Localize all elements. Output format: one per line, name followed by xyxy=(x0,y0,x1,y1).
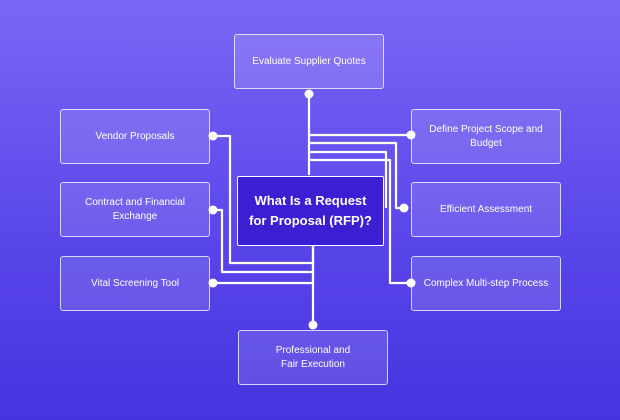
connector-dot-bottom xyxy=(308,320,318,330)
node-efficient-assessment: Efficient Assessment xyxy=(411,182,561,237)
connector-dot-contract xyxy=(208,205,218,215)
node-evaluate-supplier-quotes: Evaluate Supplier Quotes xyxy=(234,34,384,89)
node-label: Vendor Proposals xyxy=(95,130,175,142)
connector-dot-vital xyxy=(208,278,218,288)
node-contract-financial-exchange: Contract and Financial Exchange xyxy=(60,182,210,237)
node-label: Define Project Scope and Budget xyxy=(429,123,543,149)
connector-vendor xyxy=(214,134,313,265)
node-professional-fair-execution: Professional and Fair Execution xyxy=(238,330,388,385)
node-complex-multistep-process: Complex Multi-step Process xyxy=(411,256,561,311)
connector-dot-vendor xyxy=(208,131,218,141)
node-label: Evaluate Supplier Quotes xyxy=(252,55,366,67)
node-define-project-scope: Define Project Scope and Budget xyxy=(411,109,561,164)
connector-dot-efficient xyxy=(399,203,409,213)
node-label: Efficient Assessment xyxy=(439,203,533,215)
connector-efficient-2 xyxy=(309,150,388,208)
connector-complex xyxy=(309,158,411,285)
node-label: Contract and Financial Exchange xyxy=(84,196,186,222)
node-label: Vital Screening Tool xyxy=(90,277,180,289)
connector-vital xyxy=(214,246,315,285)
central-topic: What Is a Request for Proposal (RFP)? xyxy=(237,176,384,246)
node-label: Complex Multi-step Process xyxy=(423,277,549,289)
connector-contract xyxy=(214,208,313,274)
node-label: Professional and Fair Execution xyxy=(275,344,351,370)
node-vendor-proposals: Vendor Proposals xyxy=(60,109,210,164)
central-title: What Is a Request for Proposal (RFP)? xyxy=(249,193,372,228)
node-vital-screening-tool: Vital Screening Tool xyxy=(60,256,210,311)
connector-dot-top xyxy=(304,89,314,99)
